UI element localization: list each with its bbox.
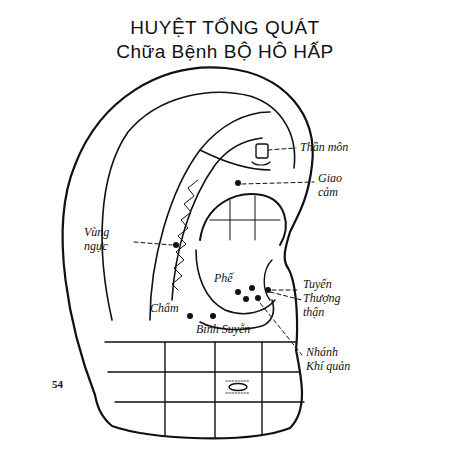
page-number: 54 xyxy=(52,378,76,390)
point-label: Tuyến Thượng thận xyxy=(303,278,363,319)
region-label: Vùng ngực xyxy=(84,226,130,254)
point-label: Chẩm xyxy=(150,302,186,316)
point-label: Nhánh Khí quản xyxy=(306,346,356,374)
point-label: Bình Suyễn xyxy=(196,323,266,337)
point-label: Thần môn xyxy=(300,141,370,155)
point-label: Phế xyxy=(214,272,244,286)
point-label: Giao cảm xyxy=(318,172,352,200)
title: HUYỆT TỔNG QUÁT Chữa Bệnh BỘ HÔ HẤP xyxy=(105,16,345,64)
